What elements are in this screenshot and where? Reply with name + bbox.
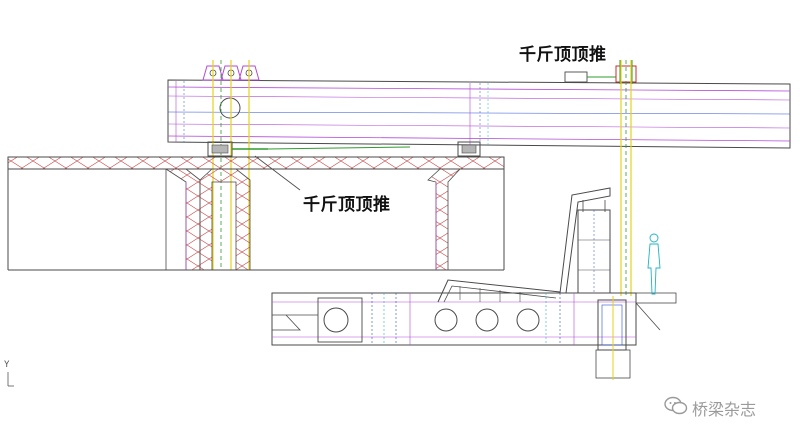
wechat-bubble-icon	[664, 396, 688, 415]
ucs-axis-marker	[7, 372, 14, 387]
axis-marker-y: Y	[4, 360, 10, 370]
label-jack-push-top: 千斤顶顶推	[519, 45, 607, 65]
steel-girder	[167, 79, 791, 149]
pontoon-structure	[271, 292, 677, 380]
watermark-text: 桥梁杂志	[692, 400, 757, 419]
label-jack-push-mid: 千斤顶顶推	[303, 195, 391, 215]
alignment-lines	[212, 60, 632, 296]
label-leader-mid	[254, 155, 301, 191]
inclined-support-frame	[437, 279, 561, 303]
support-tower	[559, 187, 611, 294]
bearing-jacks	[207, 141, 481, 157]
concrete-box-deck	[7, 156, 505, 271]
human-scale-figure	[647, 233, 661, 295]
